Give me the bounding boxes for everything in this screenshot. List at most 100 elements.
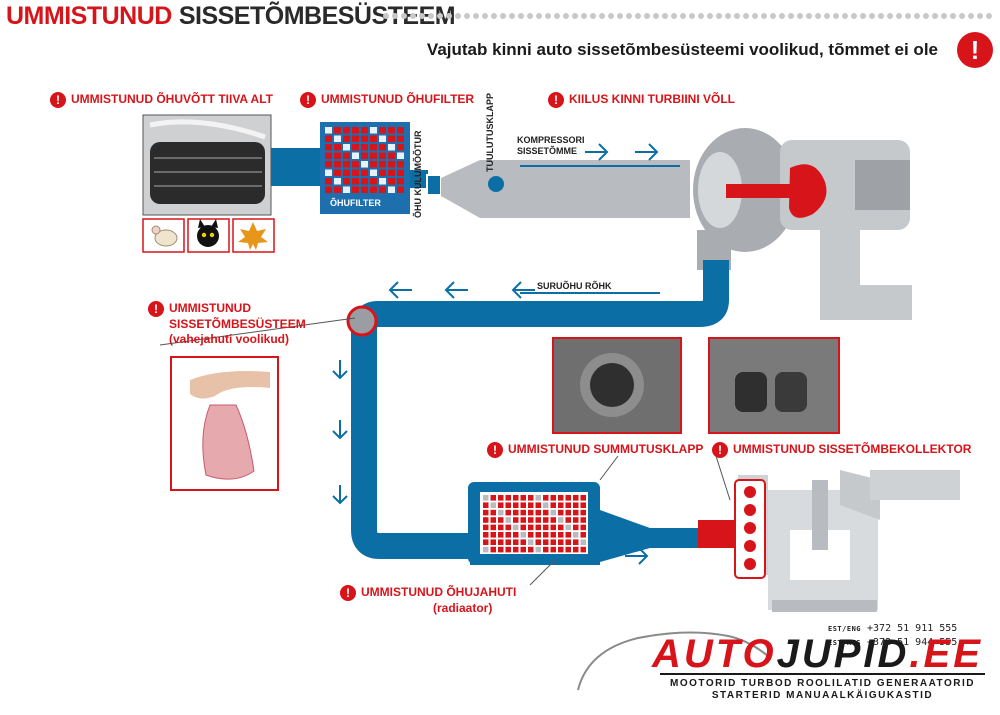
title-rule-dot <box>563 13 569 19</box>
warning-icon: ! <box>487 442 503 458</box>
hose-clamp-marker <box>346 305 378 337</box>
intercooler-cell <box>490 532 496 538</box>
intercooler-cell <box>558 502 564 508</box>
intercooler-cell <box>528 524 534 531</box>
filter-cell <box>343 135 350 142</box>
warning-icon: ! <box>712 442 728 458</box>
filter-cell <box>334 169 341 176</box>
intercooler-cell <box>535 517 541 523</box>
title-rule-dot <box>698 13 704 19</box>
subtitle: Vajutab kinni auto sissetõmbesüsteemi vo… <box>426 40 938 59</box>
hand-photo <box>170 356 279 491</box>
intercooler-cell <box>498 546 504 553</box>
intercooler-cell <box>498 502 504 508</box>
callout-intake-system-line2: SISSETÕMBESÜSTEEM <box>169 317 306 331</box>
boost-pressure-label: SURUÕHU RÕHK <box>537 281 612 291</box>
title-rule-dot <box>626 13 632 19</box>
intercooler-cell <box>543 532 549 538</box>
title-rule-dot <box>491 13 497 19</box>
intercooler-cell <box>565 532 571 538</box>
title-dark-part: SISSETÕMBESÜSTEEM <box>178 2 456 30</box>
title-rule-dot <box>635 13 641 19</box>
intercooler-outlet <box>600 510 700 562</box>
filter-cell <box>388 144 395 151</box>
filter-cell <box>361 161 368 168</box>
intercooler-cell <box>558 517 564 523</box>
intercooler-cell <box>580 502 586 508</box>
intercooler-cell <box>513 509 519 516</box>
intercooler-cell <box>573 524 579 531</box>
title-rule-dot <box>716 13 722 19</box>
intercooler-cell <box>543 517 549 523</box>
intercooler-cell <box>505 495 511 501</box>
filter-cell <box>388 161 395 168</box>
filter-cell <box>379 161 386 168</box>
intercooler-cell <box>483 532 489 538</box>
title-rule-dot <box>536 13 542 19</box>
contact-line-1: EST/ENG+372 51 911 555 <box>828 623 957 634</box>
turbine-shaft <box>726 184 796 198</box>
intercooler-cell <box>528 517 534 523</box>
title-rule-dot <box>599 13 605 19</box>
intercooler-cell <box>490 539 496 545</box>
intercooler-cell <box>573 509 579 516</box>
intercooler-cell <box>520 509 526 516</box>
title-rule-dot <box>761 13 767 19</box>
contact-phone-1[interactable]: +372 51 911 555 <box>867 623 958 634</box>
intercooler-cell <box>490 524 496 531</box>
filter-cell <box>343 161 350 168</box>
filter-cell <box>379 186 386 193</box>
intercooler-cell <box>558 532 564 538</box>
callout-air-filter-text: UMMISTUNUD ÕHUFILTER <box>321 92 475 106</box>
intercooler-cell <box>550 546 556 553</box>
manifold-port <box>744 486 756 498</box>
title-rule-dot <box>473 13 479 19</box>
intercooler-cell <box>580 532 586 538</box>
warning-icon: ! <box>340 585 356 601</box>
callout-intake-system: !UMMISTUNUD SISSETÕMBESÜSTEEM (vahejahut… <box>148 301 306 347</box>
filter-cell <box>343 169 350 176</box>
intercooler-core-face <box>480 492 588 554</box>
title-rule-dot <box>401 13 407 19</box>
title-rule-dot <box>869 13 875 19</box>
intercooler-cell <box>498 509 504 516</box>
title-rule-dot <box>770 13 776 19</box>
title-rule-dot <box>455 13 461 19</box>
intercooler-cell <box>550 524 556 531</box>
filter-outlet-pipe <box>410 170 428 188</box>
filter-cell <box>343 127 350 134</box>
filter-cell <box>370 161 377 168</box>
filter-cell <box>370 186 377 193</box>
intercooler-cell <box>573 495 579 501</box>
filter-cell <box>334 161 341 168</box>
filter-cell <box>325 186 332 193</box>
intercooler-cell <box>513 502 519 508</box>
intercooler-cell <box>558 495 564 501</box>
brand-name-red: AUTO <box>652 632 777 676</box>
callout-throttle-text: UMMISTUNUD SUMMUTUSKLAPP <box>508 442 704 456</box>
title-rule-dot <box>509 13 515 19</box>
callout-throttle: ! UMMISTUNUD SUMMUTUSKLAPP <box>487 442 703 458</box>
filter-cell <box>352 169 359 176</box>
intercooler-cell <box>535 539 541 545</box>
blowoff-valve-port <box>488 176 504 192</box>
callout-air-filter: !UMMISTUNUD ÕHUFILTER <box>300 92 474 108</box>
filter-cell <box>388 178 395 185</box>
filter-cell <box>334 127 341 134</box>
title-rule-dot <box>788 13 794 19</box>
intercooler-cell <box>505 524 511 531</box>
contact-phone-2[interactable]: +372 51 944 555 <box>867 637 958 648</box>
filter-cell <box>334 152 341 159</box>
intercooler-cell <box>535 546 541 553</box>
intercooler-cell <box>558 546 564 553</box>
intercooler-cell <box>565 517 571 523</box>
intercooler-cell <box>558 539 564 545</box>
callout-intercooler-line2: (radiaator) <box>433 601 493 615</box>
manifold-port <box>744 504 756 516</box>
intake-pipe <box>262 148 322 186</box>
flow-arrow-icon <box>388 281 412 299</box>
title-rule-dot <box>905 13 911 19</box>
intercooler-cell <box>573 546 579 553</box>
brand-logo[interactable]: AUTOJUPID.EE <box>652 632 983 677</box>
